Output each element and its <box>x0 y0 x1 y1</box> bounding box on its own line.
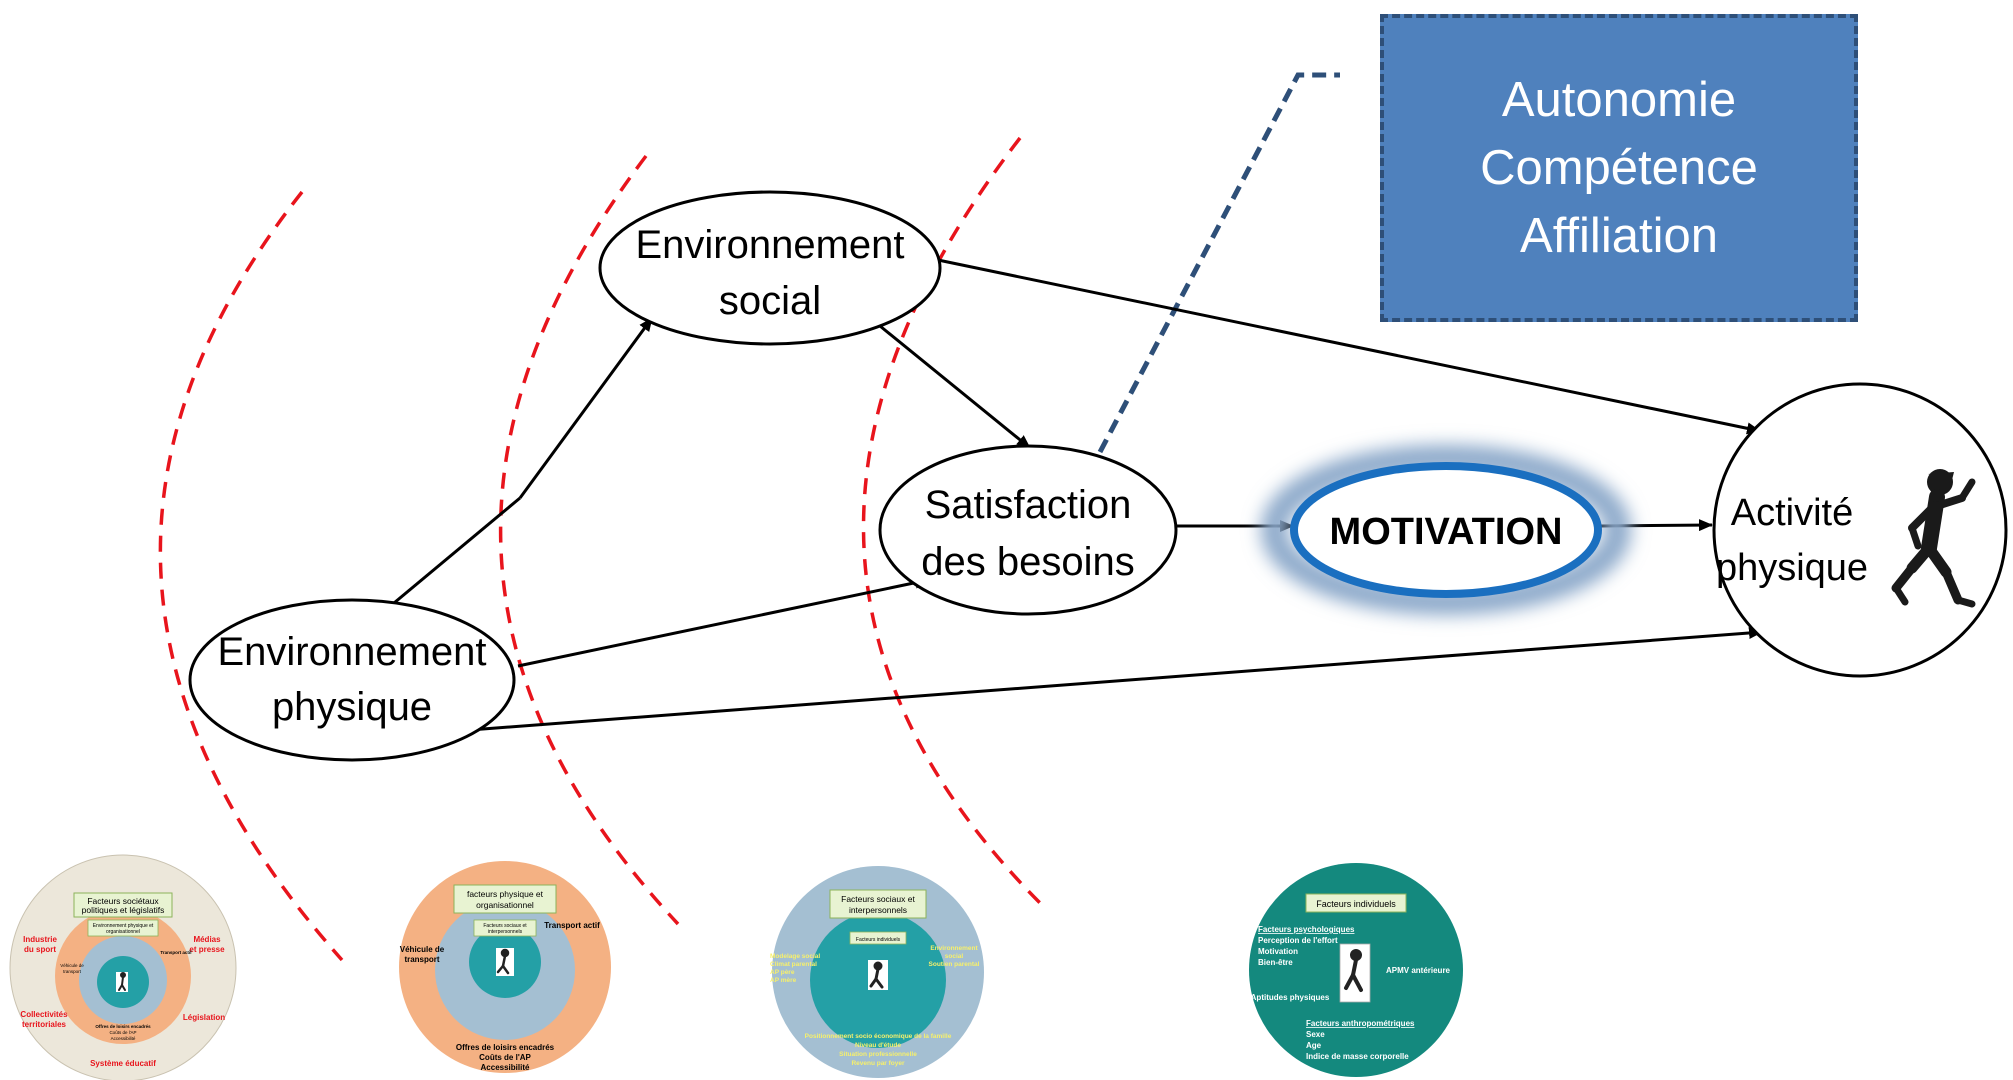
t2-left-2: transport <box>404 955 439 964</box>
t3-bottom-3: Situation professionnelle <box>839 1051 917 1058</box>
t3-right-3: Soutien parental <box>929 961 980 968</box>
arrow-physique-to-social <box>518 317 654 499</box>
t1-small-right: Transport actif <box>160 950 192 955</box>
t3-bottom-1: Positionnement socio économique de la fa… <box>805 1033 952 1040</box>
node-env-physique-line2: physique <box>272 685 432 729</box>
needs-connector <box>1097 72 1340 454</box>
arrow-physique-to-activite <box>469 627 1763 732</box>
t4-title: Facteurs individuels <box>1316 899 1396 909</box>
thumbnail-societal: Facteurs sociétaux politiques et législa… <box>9 854 237 1080</box>
node-motivation <box>1290 462 1602 598</box>
t2-title-2: organisationnel <box>476 900 534 910</box>
t4-psy-title: Facteurs psychologiques <box>1258 925 1355 934</box>
t2-bottom-2: Coûts de l'AP <box>479 1053 531 1062</box>
t1-left-top-2: du sport <box>24 945 56 954</box>
t4-right: APMV antérieure <box>1386 966 1451 975</box>
t4-psy-item-1: Perception de l'effort <box>1258 936 1338 945</box>
t3-left-2: Climat parental <box>770 961 817 968</box>
t1-small-left-1: Véhicule de <box>60 963 84 968</box>
t1-inner-title-1: Environnement physique et <box>93 923 154 929</box>
node-satisfaction-line2: des besoins <box>921 540 1134 584</box>
t4-anthro-item-1: Sexe <box>1306 1030 1325 1039</box>
t3-inner-title: Facteurs individuels <box>856 937 901 943</box>
thumb-runner-icon-2 <box>496 948 510 975</box>
t4-psy-item-3: Bien-être <box>1258 958 1293 967</box>
node-env-social <box>598 190 942 346</box>
node-activite-line1: Activité <box>1731 492 1853 534</box>
t1-title-2: politiques et législatifs <box>82 905 165 915</box>
t2-title-1: facteurs physique et <box>467 889 544 899</box>
t2-bottom-1: Offres de loisirs encadrés <box>456 1043 555 1052</box>
needs-competence: Compétence <box>1480 141 1758 195</box>
node-activite-line2: physique <box>1716 547 1868 589</box>
t2-inner-title-2: interpersonnels <box>488 929 523 935</box>
node-env-physique-line1: Environnement <box>217 630 486 674</box>
t3-right-1: Environnement <box>930 945 978 952</box>
node-satisfaction-line1: Satisfaction <box>925 483 1132 527</box>
t1-small-bottom-1: Offres de loisirs encadrés <box>95 1024 151 1029</box>
node-activite <box>1712 382 2008 678</box>
t2-bottom-3: Accessibilité <box>481 1063 530 1072</box>
needs-autonomie: Autonomie <box>1501 73 1737 127</box>
t3-bottom-2: Niveau d'étude <box>855 1042 901 1049</box>
runner-icon <box>1891 469 1976 608</box>
t4-anthro-title: Facteurs anthropométriques <box>1306 1019 1415 1028</box>
t3-title-1: Facteurs sociaux et <box>841 894 915 904</box>
t3-left-3: AP père <box>770 969 795 976</box>
node-satisfaction <box>878 444 1178 616</box>
t2-inner-title-1: Facteurs sociaux et <box>483 923 527 929</box>
t1-right-top-1: Médias <box>193 935 221 944</box>
red-dashed-arc-1 <box>158 190 344 962</box>
needs-affiliation: Affiliation <box>1520 209 1718 263</box>
t4-psy-item-2: Motivation <box>1258 947 1298 956</box>
arrow-physique-to-satisfaction <box>517 576 929 668</box>
node-env-physique <box>188 598 516 762</box>
needs-box: Autonomie Compétence Affiliation <box>1380 14 1858 322</box>
t1-left-bottom-2: territoriales <box>22 1020 67 1029</box>
thumb-runner-icon-4 <box>1344 949 1363 992</box>
red-dashed-arc-2 <box>498 154 680 926</box>
t3-left-4: AP mère <box>770 977 797 984</box>
t2-right: Transport actif <box>544 921 600 930</box>
node-env-social-line1: Environnement <box>635 223 904 267</box>
t4-left: Aptitudes physiques <box>1251 993 1330 1002</box>
t2-left-1: Véhicule de <box>400 945 445 954</box>
t4-anthro-item-2: Age <box>1306 1041 1322 1050</box>
t1-inner-title-2: organisationnel <box>106 929 140 935</box>
t1-right-bottom: Législation <box>183 1013 225 1022</box>
arrow-social-to-activite <box>937 258 1761 435</box>
motivation-glow <box>1261 445 1631 615</box>
t1-right-top-2: et presse <box>189 945 225 954</box>
t1-small-bottom-3: Accessibilité <box>111 1036 136 1041</box>
node-env-social-line2: social <box>719 279 821 323</box>
node-motivation-label: MOTIVATION <box>1330 511 1563 553</box>
t1-bottom: Système éducatif <box>90 1059 156 1068</box>
t1-small-left-2: transport <box>63 969 82 974</box>
t1-left-bottom-1: Collectivités <box>20 1010 68 1019</box>
t3-title-2: interpersonnels <box>849 905 907 915</box>
t3-right-2: social <box>945 953 964 960</box>
arrow-social-to-satisfaction <box>879 324 1031 450</box>
thumb-runner-icon-3 <box>869 961 884 989</box>
t1-left-top-1: Industrie <box>23 935 57 944</box>
thumb-runner-icon-1 <box>118 972 126 991</box>
t1-title-1: Facteurs sociétaux <box>87 896 159 906</box>
t1-small-bottom-2: Coûts de l'AP <box>109 1030 136 1035</box>
t3-bottom-4: Revenu par foyer <box>851 1060 905 1067</box>
t4-anthro-item-3: Indice de masse corporelle <box>1306 1052 1409 1061</box>
t3-left-1: Modelage social <box>770 953 820 960</box>
